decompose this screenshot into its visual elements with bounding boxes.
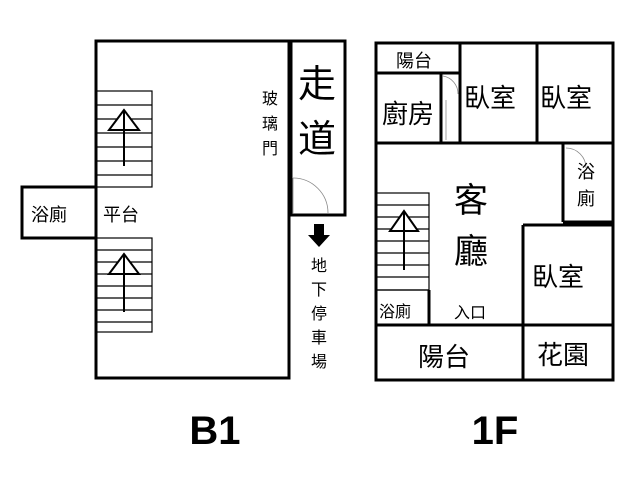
b1-platform-label: 平台: [103, 205, 139, 226]
b1-door-swing-icon: [292, 177, 329, 214]
f1-title: 1F: [472, 409, 519, 453]
f1-garden-label: 花園: [537, 341, 589, 371]
b1-stair-up-arrow-upper-icon: [107, 108, 141, 166]
b1-parking-char-3: 停: [311, 304, 327, 323]
b1-plan: 浴廁 平台 玻 璃 門 走 道 地 下 停 車 場 B1: [20, 39, 347, 453]
f1-balcony-bottom-label: 陽台: [418, 343, 470, 373]
b1-title: B1: [189, 409, 240, 453]
f1-living-room-char-1: 客: [454, 181, 488, 221]
f1-kitchen-label: 廚房: [382, 100, 434, 130]
b1-corridor: [289, 39, 347, 217]
f1-bedroom-2-label: 臥室: [540, 84, 592, 114]
f1-bathroom-right-char-2: 廁: [577, 188, 595, 210]
f1-balcony-top-label: 陽台: [396, 51, 432, 72]
b1-parking-char-5: 場: [311, 352, 327, 371]
b1-bathroom: [20, 185, 98, 240]
f1-bedroom-3-label: 臥室: [532, 263, 584, 293]
f1-staircase: [375, 192, 430, 291]
b1-bathroom-label: 浴廁: [31, 204, 67, 226]
f1-bathroom-right-char-1: 浴: [577, 162, 595, 183]
f1-entrance-label: 入口: [454, 303, 486, 322]
b1-parking-char-1: 地: [311, 256, 327, 275]
f1-bedroom-1-label: 臥室: [464, 84, 516, 114]
f1-bathroom-small-label: 浴廁: [379, 302, 411, 321]
b1-glass-door-char-3: 門: [262, 139, 278, 158]
f1-living-room-char-2: 廳: [454, 232, 488, 272]
b1-stair-up-arrow-lower-icon: [107, 252, 141, 312]
f1-plan: 陽台 廚房 臥室 臥室 浴 廁 客 廳 臥室 浴廁 入口 陽台 花園 1F: [374, 41, 615, 453]
f1-stair-up-arrow-icon: [388, 209, 420, 270]
b1-staircase-upper: [95, 90, 153, 188]
b1-corridor-char-1: 走: [298, 62, 336, 106]
b1-down-arrow-icon: [308, 224, 330, 247]
b1-parking-char-4: 車: [311, 328, 327, 347]
b1-glass-door-char-2: 璃: [262, 114, 278, 133]
b1-corridor-char-2: 道: [298, 117, 336, 161]
b1-glass-door-char-1: 玻: [262, 89, 278, 108]
b1-staircase-lower: [95, 237, 153, 333]
b1-parking-char-2: 下: [311, 280, 327, 299]
